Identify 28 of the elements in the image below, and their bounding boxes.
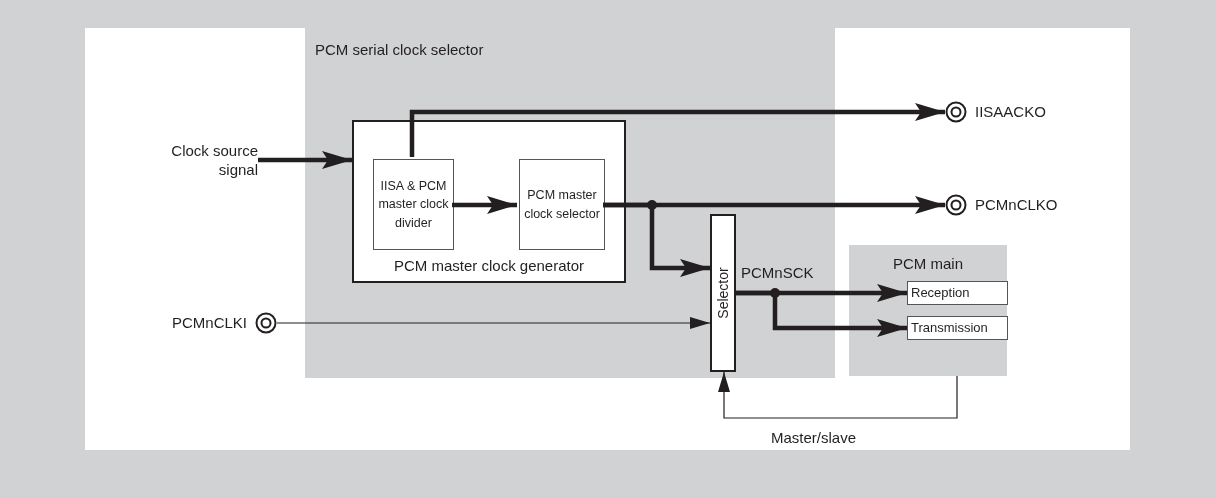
process-box bbox=[519, 159, 605, 250]
arrow bbox=[258, 151, 352, 169]
box-label: Selector bbox=[715, 267, 731, 319]
box-label: Reception bbox=[911, 284, 970, 303]
arrow bbox=[276, 317, 711, 329]
block-box bbox=[352, 120, 626, 283]
block-title: PCM master clock generator bbox=[393, 255, 585, 276]
arrow bbox=[718, 371, 958, 419]
signal-label: Clock source signal bbox=[170, 140, 258, 180]
arrow bbox=[452, 196, 517, 214]
group-band bbox=[849, 245, 1007, 376]
terminal-label: PCMnCLKI bbox=[171, 312, 247, 333]
box-label: IISA & PCM master clock divider bbox=[377, 178, 450, 232]
process-box bbox=[907, 281, 1008, 305]
terminal-label: PCMnCLKO bbox=[975, 194, 1058, 215]
box-label: PCM master clock selector bbox=[523, 187, 601, 223]
edge-label: Master/slave bbox=[770, 429, 858, 446]
arrow bbox=[603, 202, 710, 277]
group-title: PCM serial clock selector bbox=[315, 41, 484, 58]
process-box bbox=[907, 316, 1008, 340]
selector-box bbox=[710, 214, 736, 372]
box-label: Transmission bbox=[911, 319, 988, 338]
group-title: PCM main bbox=[893, 254, 963, 274]
process-box bbox=[373, 159, 454, 250]
arrow bbox=[736, 290, 907, 337]
terminal-label: IISAACKO bbox=[975, 101, 1046, 122]
group-band bbox=[305, 28, 835, 378]
arrow bbox=[409, 103, 945, 157]
